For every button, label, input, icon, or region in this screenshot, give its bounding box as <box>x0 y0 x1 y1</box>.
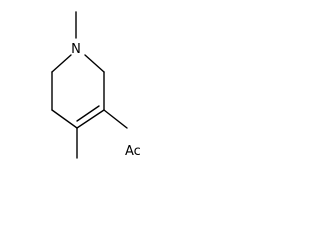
bond-c3-acetyl <box>103 109 128 129</box>
bond-c3-c4-double <box>76 105 100 122</box>
bond-n-c2 <box>84 54 105 73</box>
bond-n-c6 <box>51 54 72 73</box>
bond-c5-c4 <box>51 109 78 129</box>
bond-c3-c4 <box>76 109 105 129</box>
chemical-structure: N Ac <box>51 11 141 159</box>
acetyl-label: Ac <box>125 144 141 159</box>
nitrogen-label: N <box>71 42 81 57</box>
